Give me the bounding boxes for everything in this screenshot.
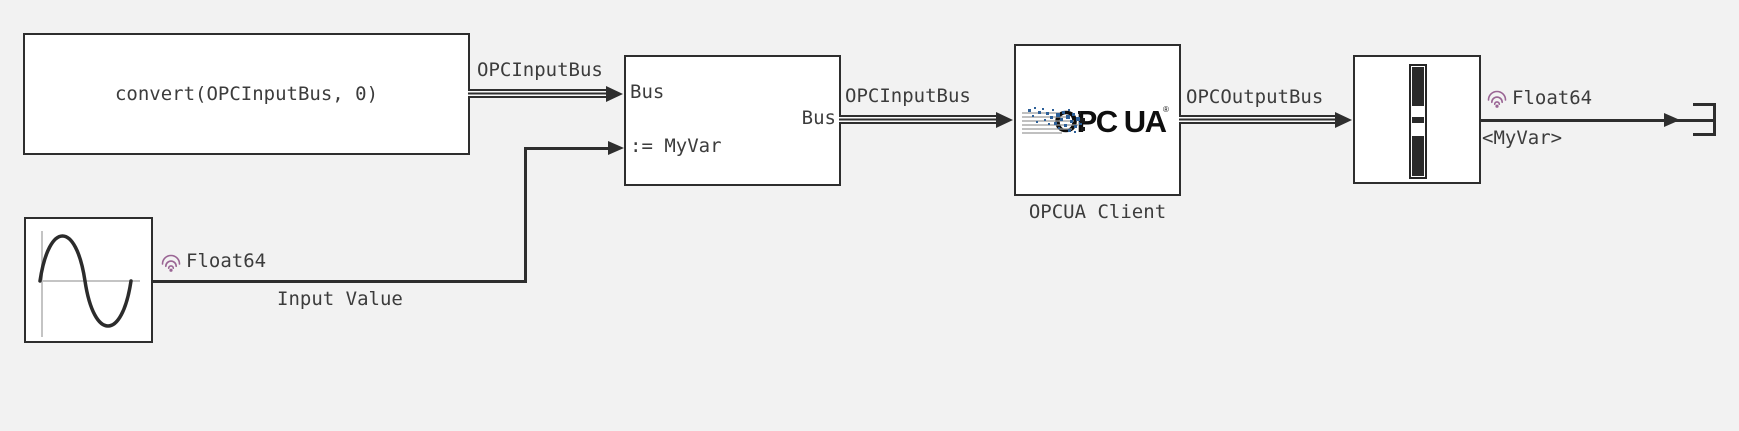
- arrowhead-icon: [1664, 113, 1680, 127]
- signal-label-myvar[interactable]: <MyVar>: [1482, 127, 1563, 149]
- datatype-label-float64-sine: Float64: [186, 250, 267, 272]
- arrowhead-icon: [996, 112, 1013, 128]
- pixel-swoosh-icon: [1022, 107, 1085, 134]
- signal-label-input-value[interactable]: Input Value: [277, 288, 403, 310]
- arrowhead-icon: [1335, 112, 1352, 128]
- signal-line-input-value-v[interactable]: [524, 147, 527, 283]
- signal-line-input-value-h[interactable]: [151, 280, 527, 283]
- arrowhead-icon: [608, 141, 624, 155]
- signal-label-opcoutputbus[interactable]: OPCOutputBus: [1186, 86, 1324, 108]
- arrowhead-icon: [606, 86, 623, 102]
- port-label-bus-in: Bus: [630, 81, 665, 103]
- opcua-client-block-name[interactable]: OPCUA Client: [1028, 201, 1167, 223]
- bus-line-to-opcua-client[interactable]: [839, 115, 999, 124]
- sine-wave-icon: [38, 231, 140, 337]
- datatype-label-float64-out: Float64: [1512, 87, 1593, 109]
- signal-line-myvar-out[interactable]: [1479, 119, 1714, 122]
- signal-label-opcinputbus-2[interactable]: OPCInputBus: [845, 85, 971, 107]
- port-label-assign-myvar: := MyVar: [630, 135, 722, 157]
- opc-ua-logo: OPC UA ®: [1022, 100, 1177, 144]
- bus-selector-block[interactable]: [1353, 55, 1481, 184]
- bus-selector-bar-icon: [1409, 64, 1427, 179]
- opc-ua-logo-text: OPC UA: [1054, 104, 1167, 139]
- signal-line-input-value-h2[interactable]: [524, 147, 610, 150]
- wireless-signal-icon: [161, 254, 181, 272]
- bus-line-to-bus-assignment[interactable]: [468, 89, 610, 98]
- convert-block[interactable]: convert(OPCInputBus, 0): [23, 33, 470, 155]
- bus-line-to-bus-selector[interactable]: [1179, 115, 1338, 124]
- port-label-bus-out: Bus: [801, 107, 836, 129]
- bus-assignment-block[interactable]: Bus := MyVar Bus: [624, 55, 841, 186]
- convert-block-label: convert(OPCInputBus, 0): [114, 83, 379, 105]
- sine-wave-block[interactable]: [24, 217, 153, 343]
- wireless-signal-icon: [1487, 90, 1507, 108]
- registered-trademark-mark: ®: [1163, 105, 1169, 114]
- edge-connector-bracket-icon: [1693, 103, 1716, 136]
- opcua-client-block[interactable]: OPC UA ®: [1014, 44, 1181, 196]
- signal-label-opcinputbus-1[interactable]: OPCInputBus: [477, 59, 603, 81]
